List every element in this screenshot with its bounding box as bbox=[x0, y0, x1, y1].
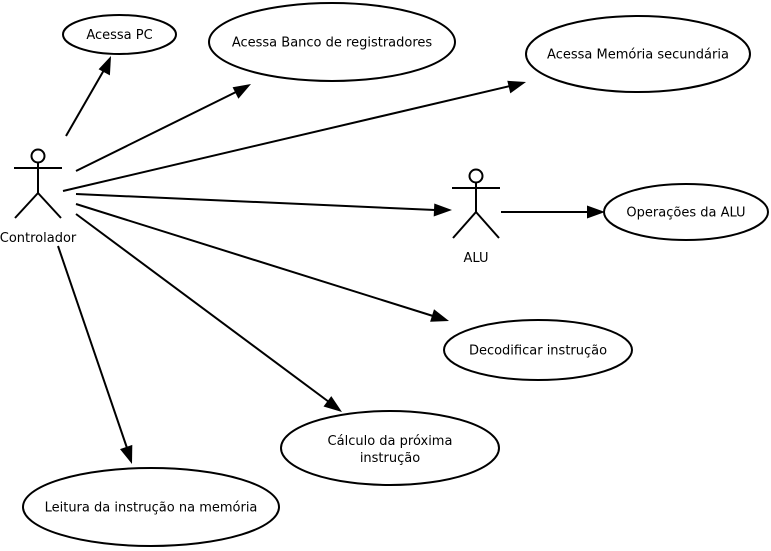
arrowhead-read-instruction bbox=[120, 444, 133, 464]
use-case-secondary-memory: Acessa Memória secundária bbox=[525, 15, 751, 93]
edge-controller-next-instruction bbox=[75, 213, 330, 403]
edge-controller-read-instruction bbox=[57, 245, 128, 449]
actor-alu-right-leg bbox=[475, 211, 500, 239]
use-case-next-instruction: Cálculo da próxima instrução bbox=[280, 410, 500, 486]
use-case-access-pc: Acessa PC bbox=[62, 14, 177, 55]
use-case-decode-instruction: Decodificar instrução bbox=[443, 319, 633, 381]
use-case-next-instruction-label-line2: instrução bbox=[360, 451, 420, 466]
actor-alu-left-leg bbox=[452, 211, 477, 239]
use-case-secondary-memory-ellipse bbox=[525, 15, 751, 93]
arrowhead-access-pc bbox=[98, 56, 111, 76]
use-case-read-instruction-ellipse bbox=[22, 467, 280, 547]
use-case-decode-instruction-label: Decodificar instrução bbox=[469, 344, 607, 359]
use-case-read-instruction-label: Leitura da instrução na memória bbox=[45, 501, 258, 516]
arrowhead-alu bbox=[433, 203, 452, 217]
arrowhead-alu-operations bbox=[587, 205, 605, 219]
actor-controller-head bbox=[30, 148, 46, 164]
association-lines bbox=[57, 69, 589, 449]
edge-controller-register-bank bbox=[75, 91, 237, 172]
edge-controller-alu bbox=[75, 193, 436, 211]
edge-controller-decode bbox=[75, 203, 434, 317]
arrowhead-register-bank bbox=[232, 84, 251, 99]
use-case-register-bank: Acessa Banco de registradores bbox=[208, 2, 456, 82]
use-case-read-instruction: Leitura da instrução na memória bbox=[22, 467, 280, 547]
use-case-decode-instruction-ellipse bbox=[443, 319, 633, 381]
arrowhead-secondary-memory bbox=[507, 80, 526, 94]
actor-alu-head bbox=[468, 168, 484, 184]
arrowheads bbox=[98, 56, 605, 464]
use-case-next-instruction-ellipse bbox=[280, 410, 500, 486]
actor-alu: ALU bbox=[452, 168, 500, 266]
use-case-alu-operations-ellipse bbox=[603, 183, 769, 241]
actor-controller-label: Controlador bbox=[0, 231, 77, 246]
use-case-access-pc-ellipse bbox=[62, 14, 177, 55]
use-case-secondary-memory-label: Acessa Memória secundária bbox=[547, 48, 729, 63]
use-case-register-bank-label: Acessa Banco de registradores bbox=[232, 36, 433, 51]
use-case-next-instruction-label-line1: Cálculo da próxima bbox=[328, 434, 453, 449]
actor-alu-label: ALU bbox=[463, 251, 488, 266]
use-case-alu-operations: Operações da ALU bbox=[603, 183, 769, 241]
use-case-access-pc-label: Acessa PC bbox=[86, 28, 152, 43]
actor-controller: Controlador bbox=[0, 148, 77, 246]
use-case-register-bank-ellipse bbox=[208, 2, 456, 82]
actor-controller-right-leg bbox=[37, 192, 62, 219]
edge-controller-access-pc bbox=[65, 69, 105, 137]
arrowhead-decode bbox=[430, 309, 449, 322]
edge-controller-secondary-memory bbox=[62, 85, 511, 192]
use-case-alu-operations-label: Operações da ALU bbox=[626, 206, 745, 221]
actor-controller-left-leg bbox=[14, 192, 39, 219]
arrowhead-next-instruction bbox=[323, 396, 342, 412]
